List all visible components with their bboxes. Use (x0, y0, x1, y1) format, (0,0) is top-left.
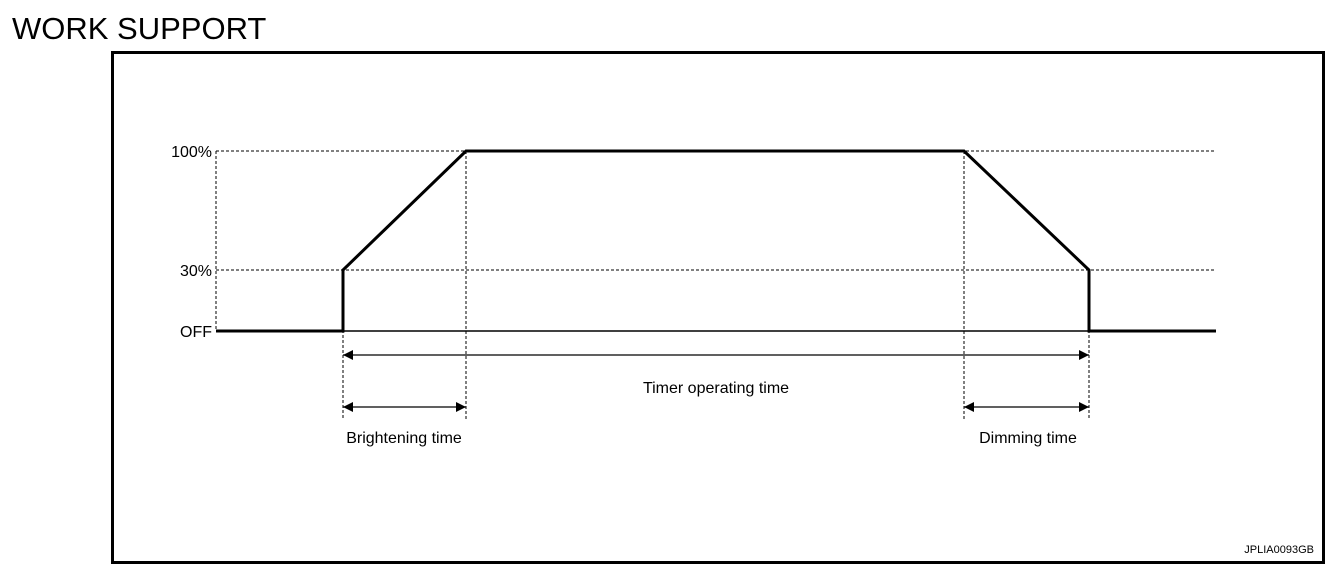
level-label-off: OFF (180, 324, 212, 341)
timer-span-label: Timer operating time (643, 380, 789, 397)
level-label-100: 100% (171, 144, 212, 161)
figure-code: JPLIA0093GB (1244, 544, 1314, 556)
brightness-waveform (216, 149, 1216, 333)
dimming-span-label: Dimming time (979, 430, 1077, 447)
brightening-span-label: Brightening time (346, 430, 462, 447)
level-label-30: 30% (180, 263, 212, 280)
diagram-frame (111, 51, 1325, 564)
section-heading: WORK SUPPORT (12, 11, 267, 46)
